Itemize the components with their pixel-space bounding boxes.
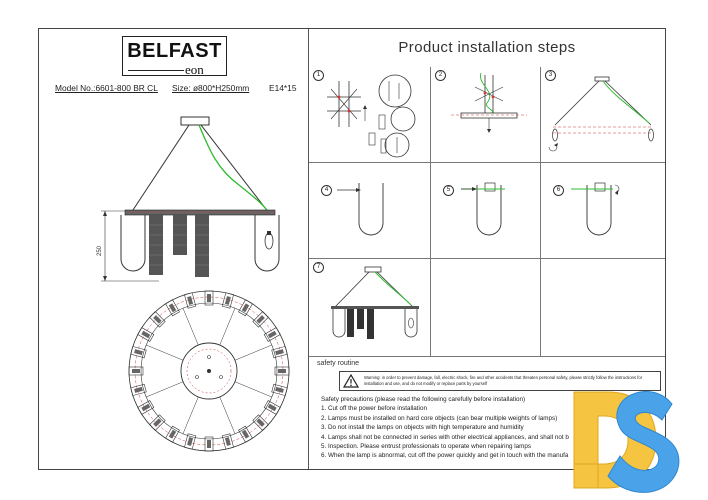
safety-rule-1: 1. Cut off the power before installation bbox=[321, 405, 427, 413]
step-number-7: 7 bbox=[313, 262, 324, 273]
u-arm-left bbox=[120, 215, 146, 272]
plan-crystal-segment bbox=[137, 400, 155, 415]
step-cell-6: 6 bbox=[541, 163, 665, 259]
installation-title: Product installation steps bbox=[398, 39, 576, 56]
installation-steps-grid: 1 bbox=[309, 67, 665, 357]
plan-crystal-segment bbox=[149, 311, 166, 328]
candle-bulb bbox=[264, 232, 274, 250]
plan-crystal-segment bbox=[252, 311, 269, 328]
brand-sub: eon bbox=[185, 62, 204, 77]
safety-rule-6: 6. When the lamp is abnormal, cut off th… bbox=[321, 452, 569, 460]
plan-crystal-segment bbox=[221, 292, 234, 309]
step-cell-empty-2 bbox=[541, 259, 665, 357]
canopy-screw-hole bbox=[195, 375, 199, 379]
dimension-label: 250 bbox=[97, 245, 103, 256]
step-cell-empty-1 bbox=[431, 259, 541, 357]
plan-crystal-segment bbox=[204, 290, 214, 306]
step-cell-2: 2 bbox=[431, 67, 541, 163]
frame-ring-bar bbox=[124, 209, 276, 216]
plan-crystal-segment bbox=[184, 292, 197, 309]
bulb-socket bbox=[267, 231, 271, 235]
model-socket: E14*15 bbox=[269, 83, 297, 93]
ds-watermark-logo bbox=[573, 391, 680, 493]
plan-spoke bbox=[234, 344, 272, 361]
brand-underline bbox=[128, 70, 184, 71]
safety-rule-3: 3. Do not install the lamps on objects w… bbox=[321, 424, 524, 432]
step-number-2: 2 bbox=[435, 70, 446, 81]
plan-crystal-segment bbox=[128, 366, 144, 376]
plan-crystal-segment bbox=[252, 414, 269, 431]
brand-logo: BELFAST eon bbox=[122, 36, 227, 77]
step-cell-4: 4 bbox=[309, 163, 431, 259]
step-number-6: 6 bbox=[553, 185, 564, 196]
crystal-strip-3 bbox=[195, 215, 209, 277]
plan-spoke bbox=[146, 381, 184, 398]
plan-crystal-segment bbox=[165, 425, 180, 443]
plan-spoke bbox=[182, 396, 199, 434]
u-arm-right bbox=[254, 215, 280, 272]
safety-rules: Safety precautions (please read the foll… bbox=[321, 395, 661, 461]
ceiling-canopy bbox=[180, 116, 210, 126]
step-number-4: 4 bbox=[321, 185, 332, 196]
safety-rule-2: 2. Lamps must be installed on hard core … bbox=[321, 414, 558, 422]
chandelier-side-view: 250 bbox=[97, 116, 280, 282]
canopy-screw-hole bbox=[219, 375, 223, 379]
safety-rule-5: 5. Inspection. Please entrust profession… bbox=[321, 443, 532, 451]
plan-crystal-segment bbox=[204, 436, 214, 452]
plan-crystal-segment bbox=[149, 414, 166, 431]
step-cell-7: 7 bbox=[309, 259, 431, 357]
chandelier-top-view bbox=[128, 290, 290, 452]
step-number-1: 1 bbox=[313, 70, 324, 81]
brand-name: BELFAST bbox=[127, 40, 222, 62]
installation-panel: Product installation steps 1 bbox=[309, 29, 665, 469]
plan-crystal-segment bbox=[263, 327, 281, 342]
step-number-5: 5 bbox=[443, 185, 454, 196]
plan-crystal-segment bbox=[137, 327, 155, 342]
step-cell-3: 3 bbox=[541, 67, 665, 163]
plan-spoke bbox=[234, 381, 272, 398]
plan-crystal-segment bbox=[165, 299, 180, 317]
product-drawing-panel: BELFAST eon Model No.:6601-800 BR CL Siz… bbox=[39, 29, 309, 469]
plan-crystal-segment bbox=[221, 433, 234, 450]
plan-crystal-segment bbox=[274, 366, 290, 376]
canopy-screw-hole bbox=[207, 355, 211, 359]
precautions-title: Safety precautions (please read the foll… bbox=[321, 396, 526, 403]
suspension-wire-left bbox=[130, 124, 190, 214]
plan-spoke bbox=[219, 308, 236, 346]
safety-rule-4: 4. Lamps shall not be connected in serie… bbox=[321, 433, 569, 441]
plan-crystal-segment bbox=[263, 400, 281, 415]
model-number: Model No.:6601-800 BR CL bbox=[55, 83, 158, 93]
plan-spoke bbox=[146, 344, 184, 361]
warning-icon bbox=[343, 374, 359, 388]
step-number-3: 3 bbox=[545, 70, 556, 81]
step-cell-5: 5 bbox=[431, 163, 541, 259]
power-cord bbox=[198, 124, 270, 214]
plan-crystal-segment bbox=[184, 433, 197, 450]
plan-spoke bbox=[182, 308, 199, 346]
drawing-sheet: BELFAST eon Model No.:6601-800 BR CL Siz… bbox=[38, 28, 666, 470]
plan-crystal-segment bbox=[238, 299, 253, 317]
safety-header: safety routine bbox=[317, 360, 360, 367]
plan-crystal-segment bbox=[238, 425, 253, 443]
safety-section: safety routine Warning: in order to prev… bbox=[309, 357, 665, 471]
suspension-wire-right bbox=[200, 124, 270, 214]
model-size: Size: ø800*H250mm bbox=[172, 83, 250, 93]
warning-text: Warning: in order to prevent damage, fal… bbox=[364, 375, 643, 386]
warning-box: Warning: in order to prevent damage, fal… bbox=[339, 371, 661, 391]
plan-spoke bbox=[219, 396, 236, 434]
step-cell-1: 1 bbox=[309, 67, 431, 163]
